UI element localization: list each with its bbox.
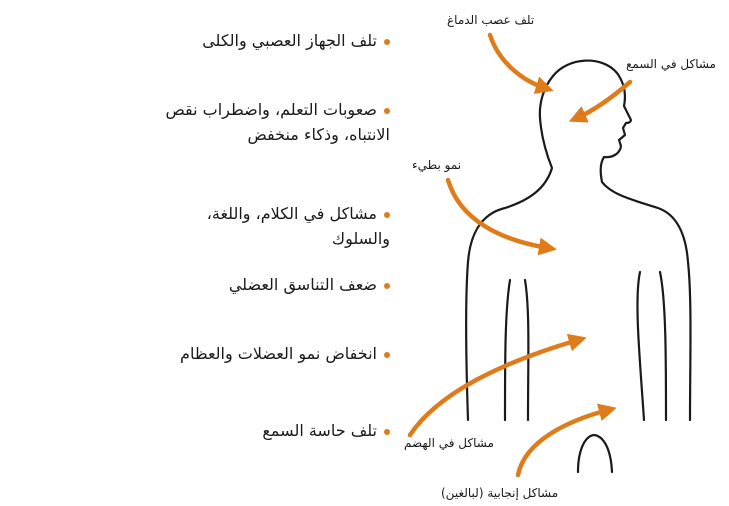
legs-outline xyxy=(576,433,614,474)
left-arm-inner xyxy=(523,278,530,422)
label-reproductive: مشاكل إنجابية (لبالغين) xyxy=(441,486,559,500)
arrows xyxy=(407,32,633,478)
bullet-dot-icon xyxy=(384,351,390,358)
effect-text: صعوبات التعلم، واضطراب نقص الانتباه، وذك… xyxy=(165,100,390,144)
right-arm-outline xyxy=(636,270,646,422)
bullet-dot-icon xyxy=(384,282,390,289)
effect-item: صعوبات التعلم، واضطراب نقص الانتباه، وذك… xyxy=(150,97,390,147)
body-outline xyxy=(465,59,692,474)
effect-item: انخفاض نمو العضلات والعظام xyxy=(150,341,390,366)
bullet-dot-icon xyxy=(384,428,390,435)
label-hearing: مشاكل في السمع xyxy=(626,57,716,71)
arrow-reproductive xyxy=(515,403,617,478)
bullet-dot-icon xyxy=(384,107,390,114)
arrow-digestion xyxy=(407,333,587,438)
effect-item: ضعف التناسق العضلي xyxy=(150,272,390,297)
label-digestion: مشاكل في الهضم xyxy=(404,436,494,450)
arrow-hearing xyxy=(568,79,633,123)
effect-item: تلف الجهاز العصبي والكلى xyxy=(150,28,390,53)
effect-text: مشاكل في الكلام، واللغة، والسلوك xyxy=(206,204,390,248)
label-brain-nerve: تلف عصب الدماغ xyxy=(447,13,535,27)
bullet-dot-icon xyxy=(384,38,390,45)
effect-text: تلف حاسة السمع xyxy=(262,421,377,440)
effect-item: مشاكل في الكلام، واللغة، والسلوك xyxy=(150,201,390,251)
effect-item: تلف حاسة السمع xyxy=(150,418,390,443)
effect-text: انخفاض نمو العضلات والعظام xyxy=(180,344,377,363)
head-outline xyxy=(551,59,692,422)
label-growth: نمو بطيء xyxy=(412,158,462,172)
effect-text: تلف الجهاز العصبي والكلى xyxy=(202,31,377,50)
arrow-growth xyxy=(445,177,557,256)
right-arm-inner xyxy=(658,270,668,422)
arrow-brain xyxy=(487,32,554,94)
bullet-dot-icon xyxy=(384,211,390,218)
torso-left-outline xyxy=(465,74,555,422)
left-arm-outline xyxy=(503,278,512,422)
effect-text: ضعف التناسق العضلي xyxy=(228,275,377,294)
